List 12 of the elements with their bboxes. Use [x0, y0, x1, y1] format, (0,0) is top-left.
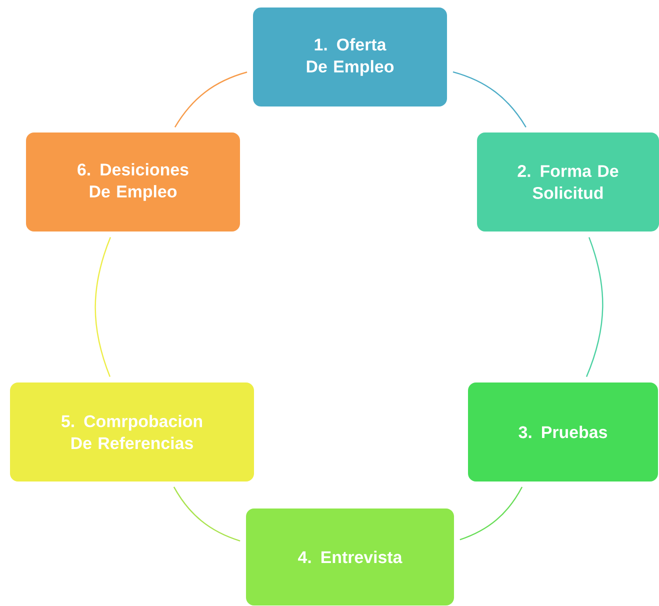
connector-arc: [174, 72, 248, 128]
connector-arc: [586, 237, 604, 377]
process-box: 2. Forma De Solicitud: [477, 132, 659, 232]
connector-arc: [94, 237, 111, 377]
connector-arc: [173, 486, 240, 542]
process-box: 1. Oferta De Empleo: [253, 8, 447, 106]
process-box: 5. Comrpobacion De Referencias: [10, 382, 254, 482]
process-box: 3. Pruebas: [468, 382, 658, 482]
connector-arc: [460, 486, 523, 540]
process-box: 6. Desiciones De Empleo: [26, 132, 240, 232]
process-box: 4. Entrevista: [246, 508, 454, 606]
connector-arc: [452, 71, 526, 128]
